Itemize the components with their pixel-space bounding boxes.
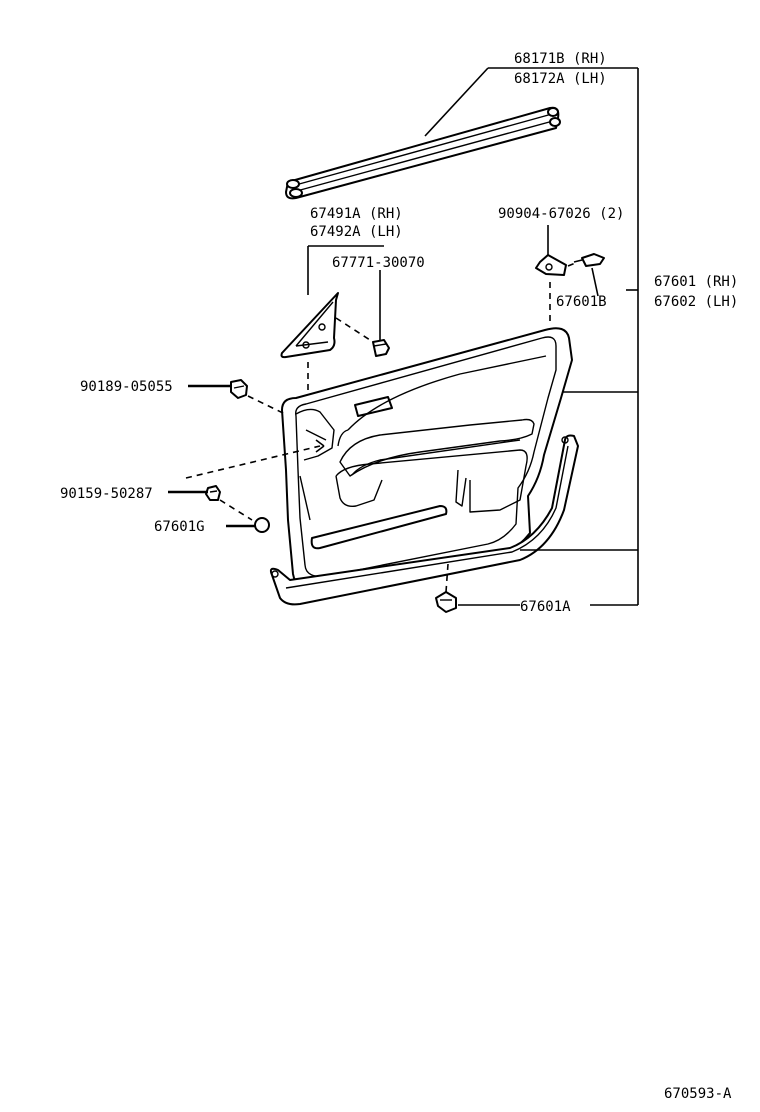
glass-run-weatherstrip [285, 106, 561, 200]
figure-code: 670593-A [664, 1086, 732, 1102]
trim-bracket [535, 254, 567, 276]
screw-lower [205, 485, 221, 501]
label-clip-a: 67601A [520, 599, 571, 615]
label-glass-run-lh: 68172A (LH) [514, 71, 607, 87]
label-clip-b: 67601B [556, 294, 607, 310]
label-cover-lh: 67492A (LH) [310, 224, 403, 240]
door-trim-board [281, 327, 573, 591]
door-frame-cover [280, 292, 339, 359]
label-trim-lh: 67602 (LH) [654, 294, 738, 310]
part-labels: 68171B (RH) 68172A (LH) 67491A (RH) 6749… [60, 51, 738, 1102]
label-cap-g: 67601G [154, 519, 205, 535]
label-clip-cover: 67771-30070 [332, 255, 425, 271]
lower-weatherstrip [269, 434, 579, 606]
label-glass-run-rh: 68171B (RH) [514, 51, 607, 67]
label-screw-upper: 90189-05055 [80, 379, 173, 395]
leader-lines [168, 67, 639, 606]
label-screw-lower: 90159-50287 [60, 486, 153, 502]
screw-upper [230, 379, 248, 399]
label-bracket: 90904-67026 (2) [498, 206, 624, 222]
clip-b [573, 253, 605, 267]
clip-a [435, 591, 457, 613]
cap-g [254, 517, 270, 533]
label-trim-rh: 67601 (RH) [654, 274, 738, 290]
cover-clip [372, 339, 390, 357]
label-cover-rh: 67491A (RH) [310, 206, 403, 222]
